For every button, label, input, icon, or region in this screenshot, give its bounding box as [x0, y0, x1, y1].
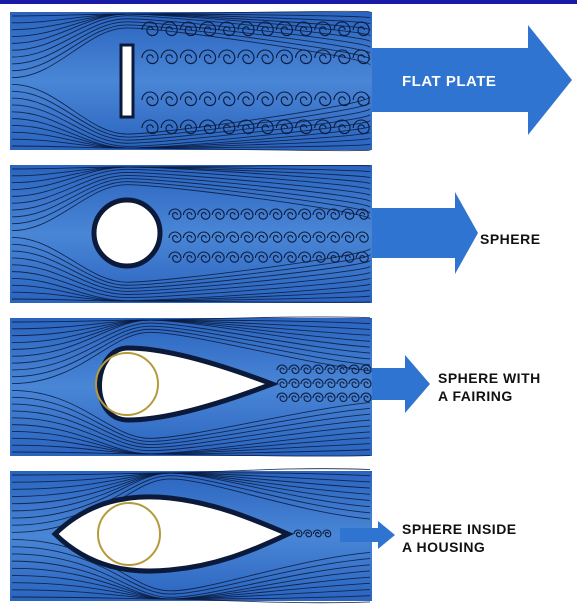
- label-fairing-line1: SPHERE WITH: [438, 369, 541, 387]
- sphere-body: [94, 200, 160, 266]
- label-sphere-housing: SPHERE INSIDE A HOUSING: [402, 520, 517, 556]
- panel-sphere: [10, 165, 478, 303]
- drag-arrow-fairing: [372, 355, 430, 413]
- label-housing-line1: SPHERE INSIDE: [402, 520, 517, 538]
- label-sphere-text: SPHERE: [480, 230, 541, 248]
- label-fairing-line2: A FAIRING: [438, 387, 541, 405]
- label-housing-line2: A HOUSING: [402, 538, 517, 556]
- label-sphere-fairing: SPHERE WITH A FAIRING: [438, 369, 541, 405]
- label-flat-plate: FLAT PLATE: [402, 73, 496, 91]
- panel-sphere-fairing: [10, 317, 430, 456]
- flat-plate-body: [121, 45, 133, 117]
- drag-arrow-sphere: [372, 192, 478, 274]
- label-flat-plate-text: FLAT PLATE: [402, 73, 496, 91]
- label-sphere: SPHERE: [480, 230, 541, 248]
- panel-sphere-housing: [10, 469, 395, 603]
